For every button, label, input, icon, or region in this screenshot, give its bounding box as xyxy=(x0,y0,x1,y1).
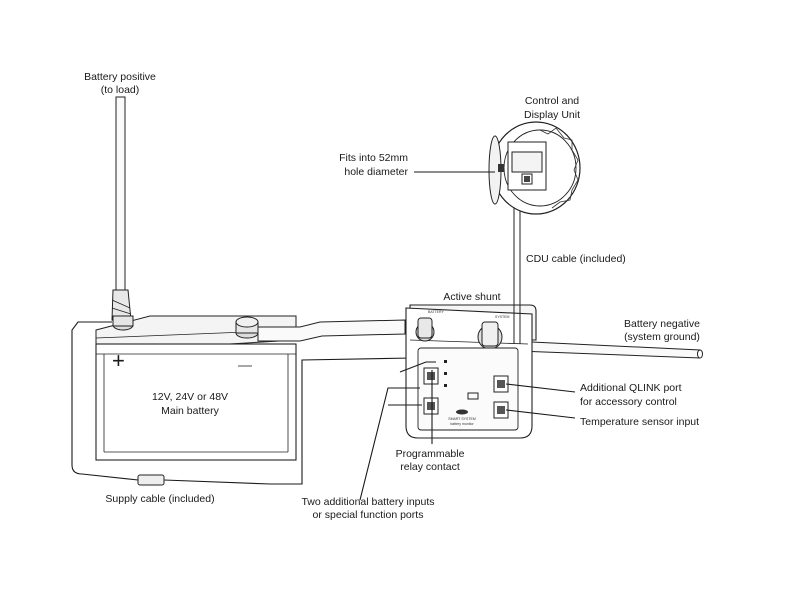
battery-negative-label: Battery negative xyxy=(624,318,700,330)
battery-voltage-label: 12V, 24V or 48V xyxy=(152,391,228,403)
shunt-brand-label: SMART SYSTEM xyxy=(448,417,476,421)
control-display-unit xyxy=(488,121,581,215)
shunt-system-terminal-label: SYSTEM xyxy=(495,315,509,319)
battery-main-label: Main battery xyxy=(161,405,220,417)
battery-negative-sub-label: (system ground) xyxy=(624,331,700,343)
temp-sensor-label: Temperature sensor input xyxy=(580,416,699,428)
fits-hole-label: Fits into 52mm xyxy=(339,152,408,164)
cdu-title-label: Control and xyxy=(525,95,579,107)
main-battery xyxy=(95,315,297,461)
fits-hole-sub-label: hole diameter xyxy=(344,166,408,178)
shunt-brand-sub-label: battery monitor xyxy=(450,422,474,426)
additional-inputs-sub-label: or special function ports xyxy=(313,509,424,521)
relay-contact-sub-label: relay contact xyxy=(400,461,460,473)
battery-positive-cable xyxy=(111,96,132,321)
battery-plus-symbol: + xyxy=(112,348,125,373)
leader-lines xyxy=(359,171,576,501)
cdu-cable-label: CDU cable (included) xyxy=(526,253,626,265)
battery-positive-label: Battery positive xyxy=(84,71,156,83)
supply-cable xyxy=(71,321,413,486)
supply-cable-label: Supply cable (included) xyxy=(105,493,214,505)
active-shunt xyxy=(405,304,537,439)
qlink-port-label: Additional QLINK port xyxy=(580,382,682,394)
battery-positive-sub-label: (to load) xyxy=(101,84,140,96)
cdu-cable xyxy=(513,194,521,344)
qlink-port-sub-label: for accessory control xyxy=(580,396,677,408)
active-shunt-label: Active shunt xyxy=(443,291,500,303)
shunt-battery-terminal-label: BATTERY xyxy=(428,310,444,314)
battery-negative-link-cable xyxy=(257,319,406,342)
additional-inputs-label: Two additional battery inputs xyxy=(301,496,434,508)
relay-contact-label: Programmable xyxy=(396,448,465,460)
cdu-title-sub-label: Display Unit xyxy=(524,109,580,121)
